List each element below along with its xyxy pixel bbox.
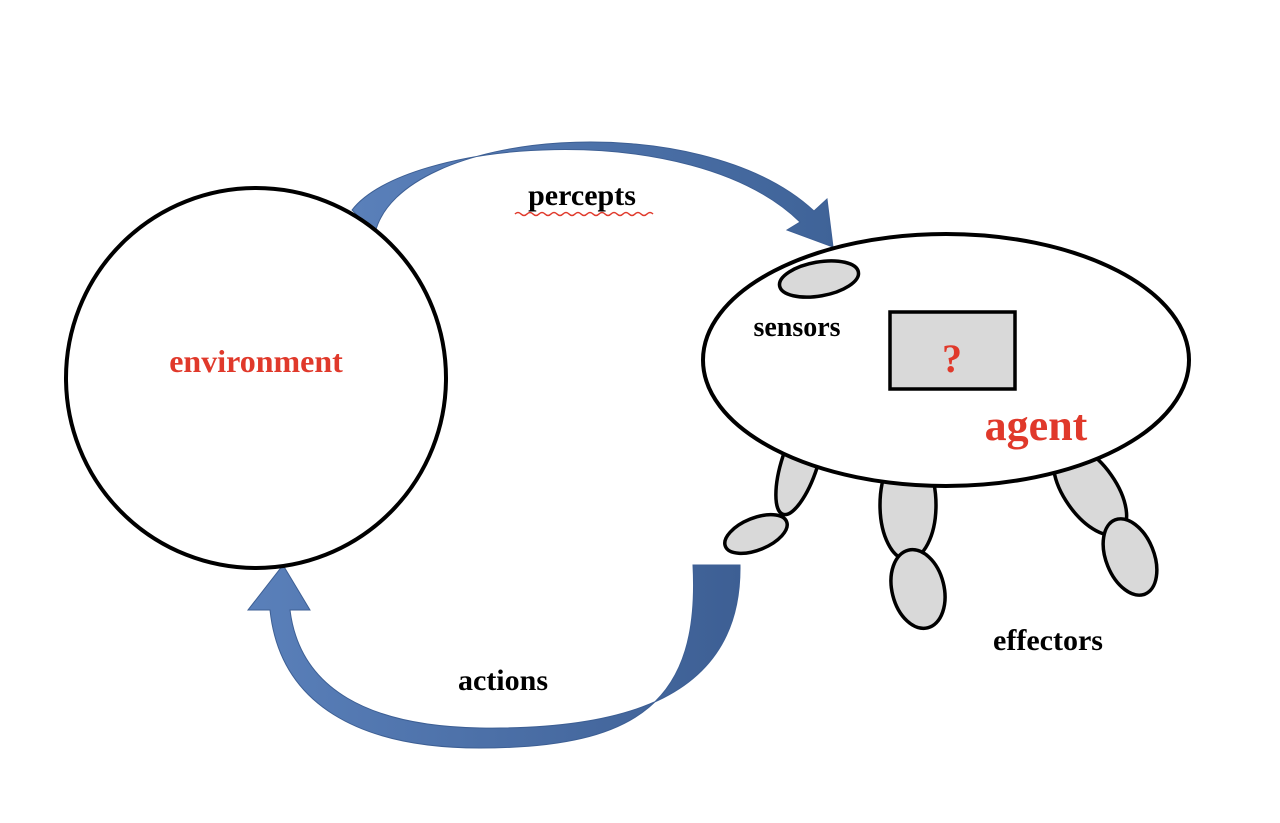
environment-circle bbox=[64, 186, 448, 570]
agent-program-unknown-label: ? bbox=[942, 336, 962, 381]
percepts-arrow bbox=[351, 141, 834, 248]
sensor bbox=[777, 259, 861, 299]
actions-label: actions bbox=[458, 664, 548, 697]
environment-label: environment bbox=[169, 343, 343, 379]
percepts-label: percepts bbox=[528, 179, 636, 212]
actions-arrow bbox=[246, 564, 741, 749]
agent-label: agent bbox=[985, 401, 1088, 450]
effectors-label: effectors bbox=[993, 624, 1103, 657]
spellcheck-underline bbox=[514, 211, 654, 217]
sensors-label: sensors bbox=[753, 312, 840, 343]
agent-program-box bbox=[888, 310, 1017, 391]
